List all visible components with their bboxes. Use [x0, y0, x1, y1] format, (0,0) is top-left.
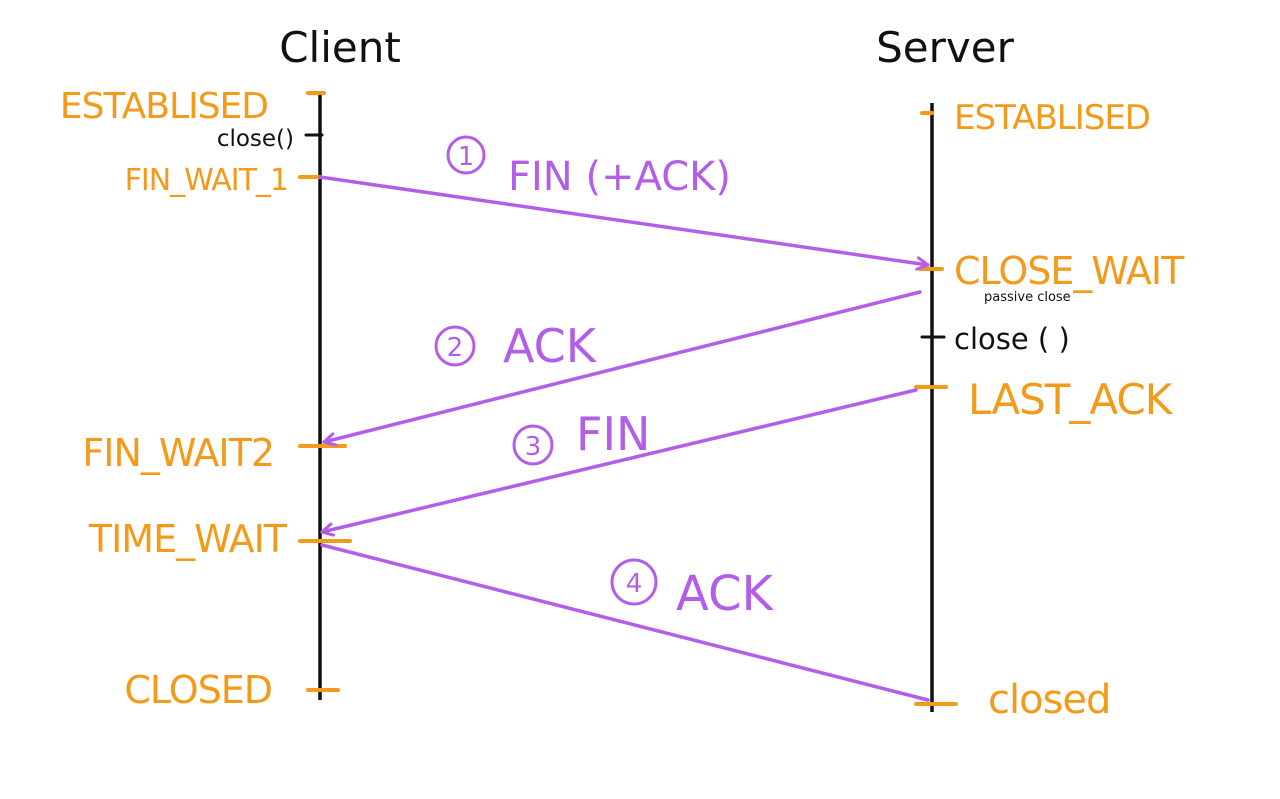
message-3-number: 3 — [525, 432, 542, 462]
message-3-number-circle — [512, 424, 554, 466]
client-state-closed: CLOSED — [124, 668, 272, 712]
message-2-number-circle — [434, 325, 476, 367]
server-actor-label: Server — [876, 23, 1014, 72]
message-2-label: 2 ACK — [434, 319, 598, 373]
server-state-established: ESTABLISED — [954, 98, 1150, 138]
message-4-number-circle — [610, 558, 658, 606]
message-1-number: 1 — [458, 142, 475, 172]
message-2-text: ACK — [503, 319, 598, 373]
client-state-established: ESTABLISED — [60, 86, 268, 127]
message-3-arrow — [320, 388, 918, 532]
message-4-label: 4 ACK — [610, 558, 775, 622]
client-state-fin-wait-2: FIN_WAIT2 — [82, 431, 274, 475]
message-1-label: 1 FIN (+ACK) — [446, 135, 731, 200]
message-1-arrow — [318, 175, 930, 265]
server-close-call-label: close ( ) — [954, 322, 1070, 356]
message-4-arrow — [320, 543, 930, 702]
server-passive-close-note: passive close — [984, 290, 1071, 305]
message-1-number-circle — [446, 135, 486, 175]
client-actor-label: Client — [279, 23, 401, 72]
client-close-call-label: close() — [217, 126, 294, 152]
message-3-label: 3 FIN — [512, 407, 650, 466]
message-4-text: ACK — [676, 566, 775, 622]
client-state-time-wait: TIME_WAIT — [88, 517, 288, 561]
client-state-fin-wait-1: FIN_WAIT_1 — [125, 163, 288, 198]
message-2-number: 2 — [447, 333, 464, 363]
message-3-text: FIN — [576, 407, 650, 461]
server-state-closed: closed — [988, 677, 1110, 723]
message-2-arrow — [322, 290, 922, 442]
message-4-number: 4 — [626, 569, 643, 599]
server-state-close-wait: CLOSE_WAIT — [954, 249, 1185, 293]
message-1-text: FIN (+ACK) — [508, 154, 731, 200]
server-state-last-ack: LAST_ACK — [968, 375, 1174, 424]
